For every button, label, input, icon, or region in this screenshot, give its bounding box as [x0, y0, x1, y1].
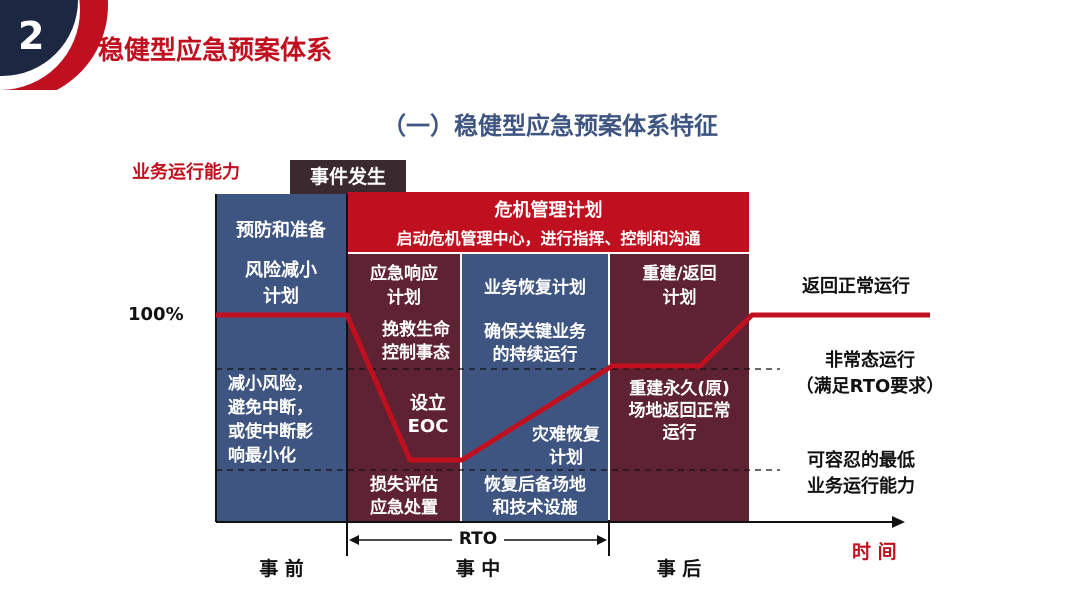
- recovery-column: [462, 254, 608, 521]
- phase-during: 事 中: [455, 558, 501, 580]
- page-subtitle: （一）稳健型应急预案体系特征: [382, 112, 718, 140]
- phase-before: 事 前: [259, 558, 304, 580]
- event-tag: 事件发生: [290, 160, 406, 194]
- prevent-title: 预防和准备: [236, 220, 326, 241]
- crisis-plan-title: 危机管理计划: [494, 200, 603, 221]
- crisis-plan-header: [348, 192, 749, 252]
- x-axis-label: 时 间: [852, 541, 897, 563]
- y-axis-label: 业务运行能力: [132, 162, 240, 183]
- label-minimum: 可容忍的最低 业务运行能力: [807, 450, 915, 497]
- rto-label: RTO: [458, 529, 498, 549]
- prevent-desc: 减小风险， 避免中断， 或使中断影 响最小化: [228, 374, 313, 466]
- prevent-plan: 风险减小 计划: [245, 260, 317, 307]
- rebuild-desc: 重建永久(原) 场地返回正常 运行: [628, 379, 731, 443]
- slide-number: 2: [18, 14, 45, 58]
- section-title: 稳健型应急预案体系: [98, 36, 333, 66]
- emergency-eoc: 设立 EOC: [407, 393, 449, 437]
- emergency-save-life: 挽救生命 控制事态: [382, 320, 450, 363]
- recovery-backup-site: 恢复后备场地 和技术设施: [484, 475, 586, 518]
- label-abnormal: 非常态运行 （满足RTO要求）: [795, 350, 945, 397]
- phase-after: 事 后: [656, 558, 702, 580]
- emergency-title: 应急响应 计划: [370, 264, 438, 308]
- crisis-plan-desc: 启动危机管理中心，进行指挥、控制和沟通: [396, 229, 701, 248]
- disaster-recovery-plan: 灾难恢复 计划: [532, 425, 600, 468]
- corner-decoration: [0, 0, 108, 90]
- recovery-continuity: 确保关键业务 的持续运行: [484, 322, 586, 365]
- emergency-assessment: 损失评估 应急处置: [370, 475, 438, 518]
- level-100-label: 100%: [128, 304, 184, 325]
- recovery-title: 业务恢复计划: [484, 278, 586, 298]
- label-normal: 返回正常运行: [802, 276, 910, 297]
- rebuild-title: 重建/返回 计划: [642, 264, 717, 308]
- emergency-column: [348, 254, 460, 521]
- prevent-column: [216, 194, 346, 521]
- rebuild-column: [610, 254, 749, 521]
